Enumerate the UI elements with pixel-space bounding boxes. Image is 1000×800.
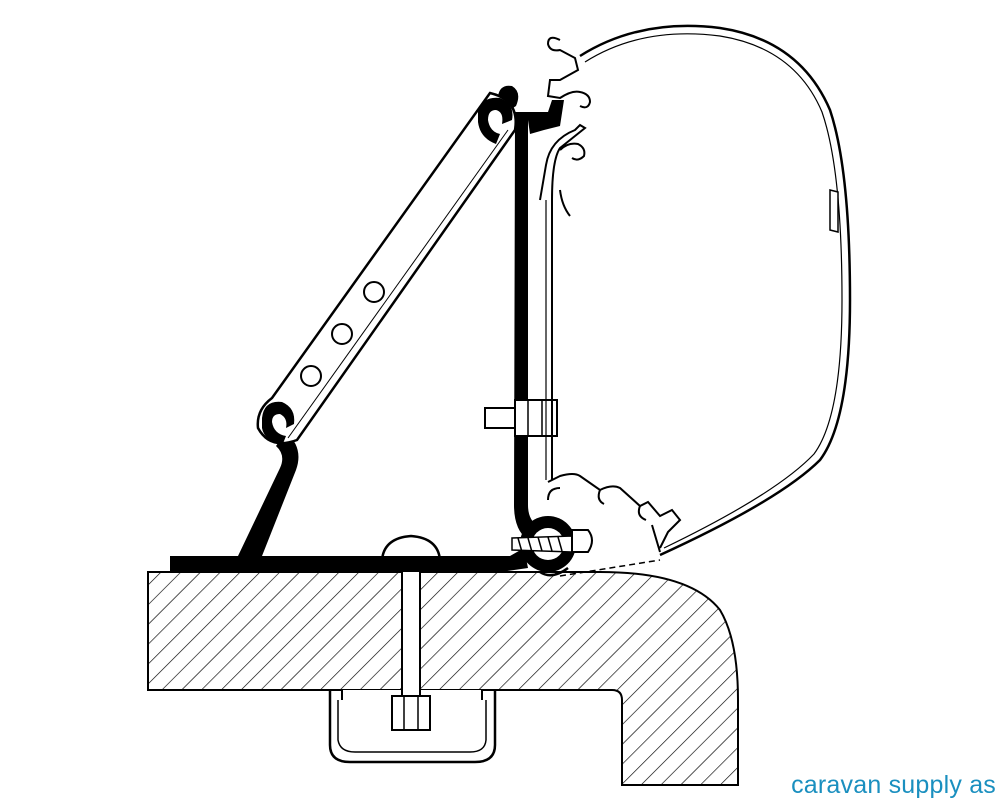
dashed-guide-line xyxy=(559,559,661,577)
adapter-plate xyxy=(498,85,564,540)
support-arm xyxy=(256,91,517,446)
lower-pivot-screw xyxy=(511,516,593,577)
watermark-logo: caravan supply as xyxy=(791,771,996,799)
base-bracket xyxy=(170,432,528,572)
arm-hole xyxy=(363,281,385,303)
awning-case xyxy=(539,24,852,557)
arm-hole xyxy=(300,365,322,387)
arm-hole xyxy=(331,323,353,345)
clamp-bolt xyxy=(484,399,558,437)
vehicle-roof-section xyxy=(147,571,739,786)
